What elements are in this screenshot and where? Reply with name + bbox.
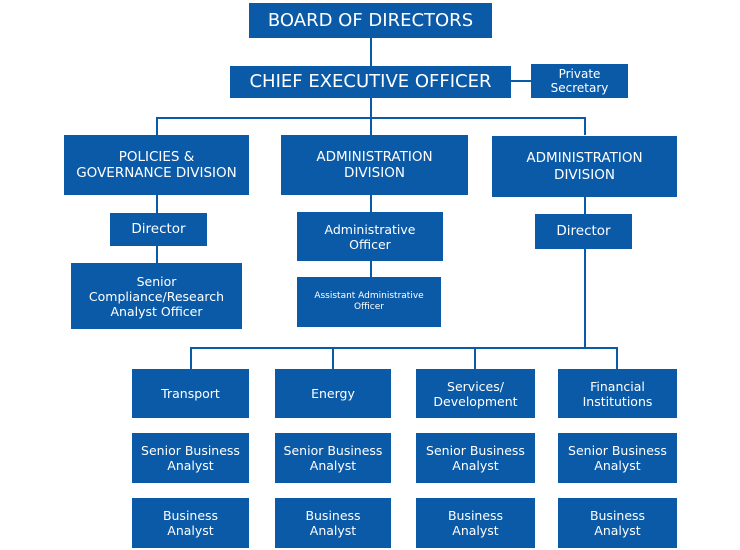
ceo-box: CHIEF EXECUTIVE OFFICER xyxy=(230,66,511,98)
private-secretary-box: Private Secretary xyxy=(531,64,628,98)
connector-board-ceo xyxy=(370,38,372,66)
division-2-box: ADMINISTRATION DIVISION xyxy=(281,135,468,195)
unit-financial-box: Financial Institutions xyxy=(558,369,677,418)
division-3-director-box: Director xyxy=(535,214,632,249)
unit-services-senior-analyst-box: Senior Business Analyst xyxy=(416,433,535,483)
unit-transport-box: Transport xyxy=(132,369,249,418)
division-2-assistant-officer-box: Assistant Administrative Officer xyxy=(297,277,441,327)
board-of-directors-box: BOARD OF DIRECTORS xyxy=(249,3,492,38)
connector-div2-head xyxy=(370,195,372,212)
connector-div3-director xyxy=(584,197,586,214)
connector-div1-sub xyxy=(156,246,158,263)
connector-division-3 xyxy=(584,117,586,135)
unit-financial-analyst-box: Business Analyst xyxy=(558,498,677,548)
division-2-administrative-officer-box: Administrative Officer xyxy=(297,212,443,261)
unit-services-analyst-box: Business Analyst xyxy=(416,498,535,548)
connector-div3-units xyxy=(584,249,586,347)
connector-units-bus xyxy=(190,347,618,349)
unit-transport-analyst-box: Business Analyst xyxy=(132,498,249,548)
connector-unit-4 xyxy=(616,347,618,369)
connector-division-2 xyxy=(370,117,372,135)
division-1-analyst-officer-box: Senior Compliance/Research Analyst Offic… xyxy=(71,263,242,329)
unit-transport-senior-analyst-box: Senior Business Analyst xyxy=(132,433,249,483)
connector-div2-sub xyxy=(370,261,372,277)
unit-financial-senior-analyst-box: Senior Business Analyst xyxy=(558,433,677,483)
unit-services-box: Services/ Development xyxy=(416,369,535,418)
connector-division-1 xyxy=(156,117,158,135)
connector-ceo-divisions xyxy=(370,98,372,118)
unit-energy-box: Energy xyxy=(275,369,391,418)
connector-ceo-secretary xyxy=(510,80,531,82)
connector-unit-1 xyxy=(190,347,192,369)
division-1-box: POLICIES & GOVERNANCE DIVISION xyxy=(64,135,249,195)
unit-energy-senior-analyst-box: Senior Business Analyst xyxy=(275,433,391,483)
unit-energy-analyst-box: Business Analyst xyxy=(275,498,391,548)
connector-unit-2 xyxy=(332,347,334,369)
division-1-director-box: Director xyxy=(110,213,207,246)
connector-div1-director xyxy=(156,195,158,213)
division-3-box: ADMINISTRATION DIVISION xyxy=(492,136,677,197)
connector-unit-3 xyxy=(474,347,476,369)
